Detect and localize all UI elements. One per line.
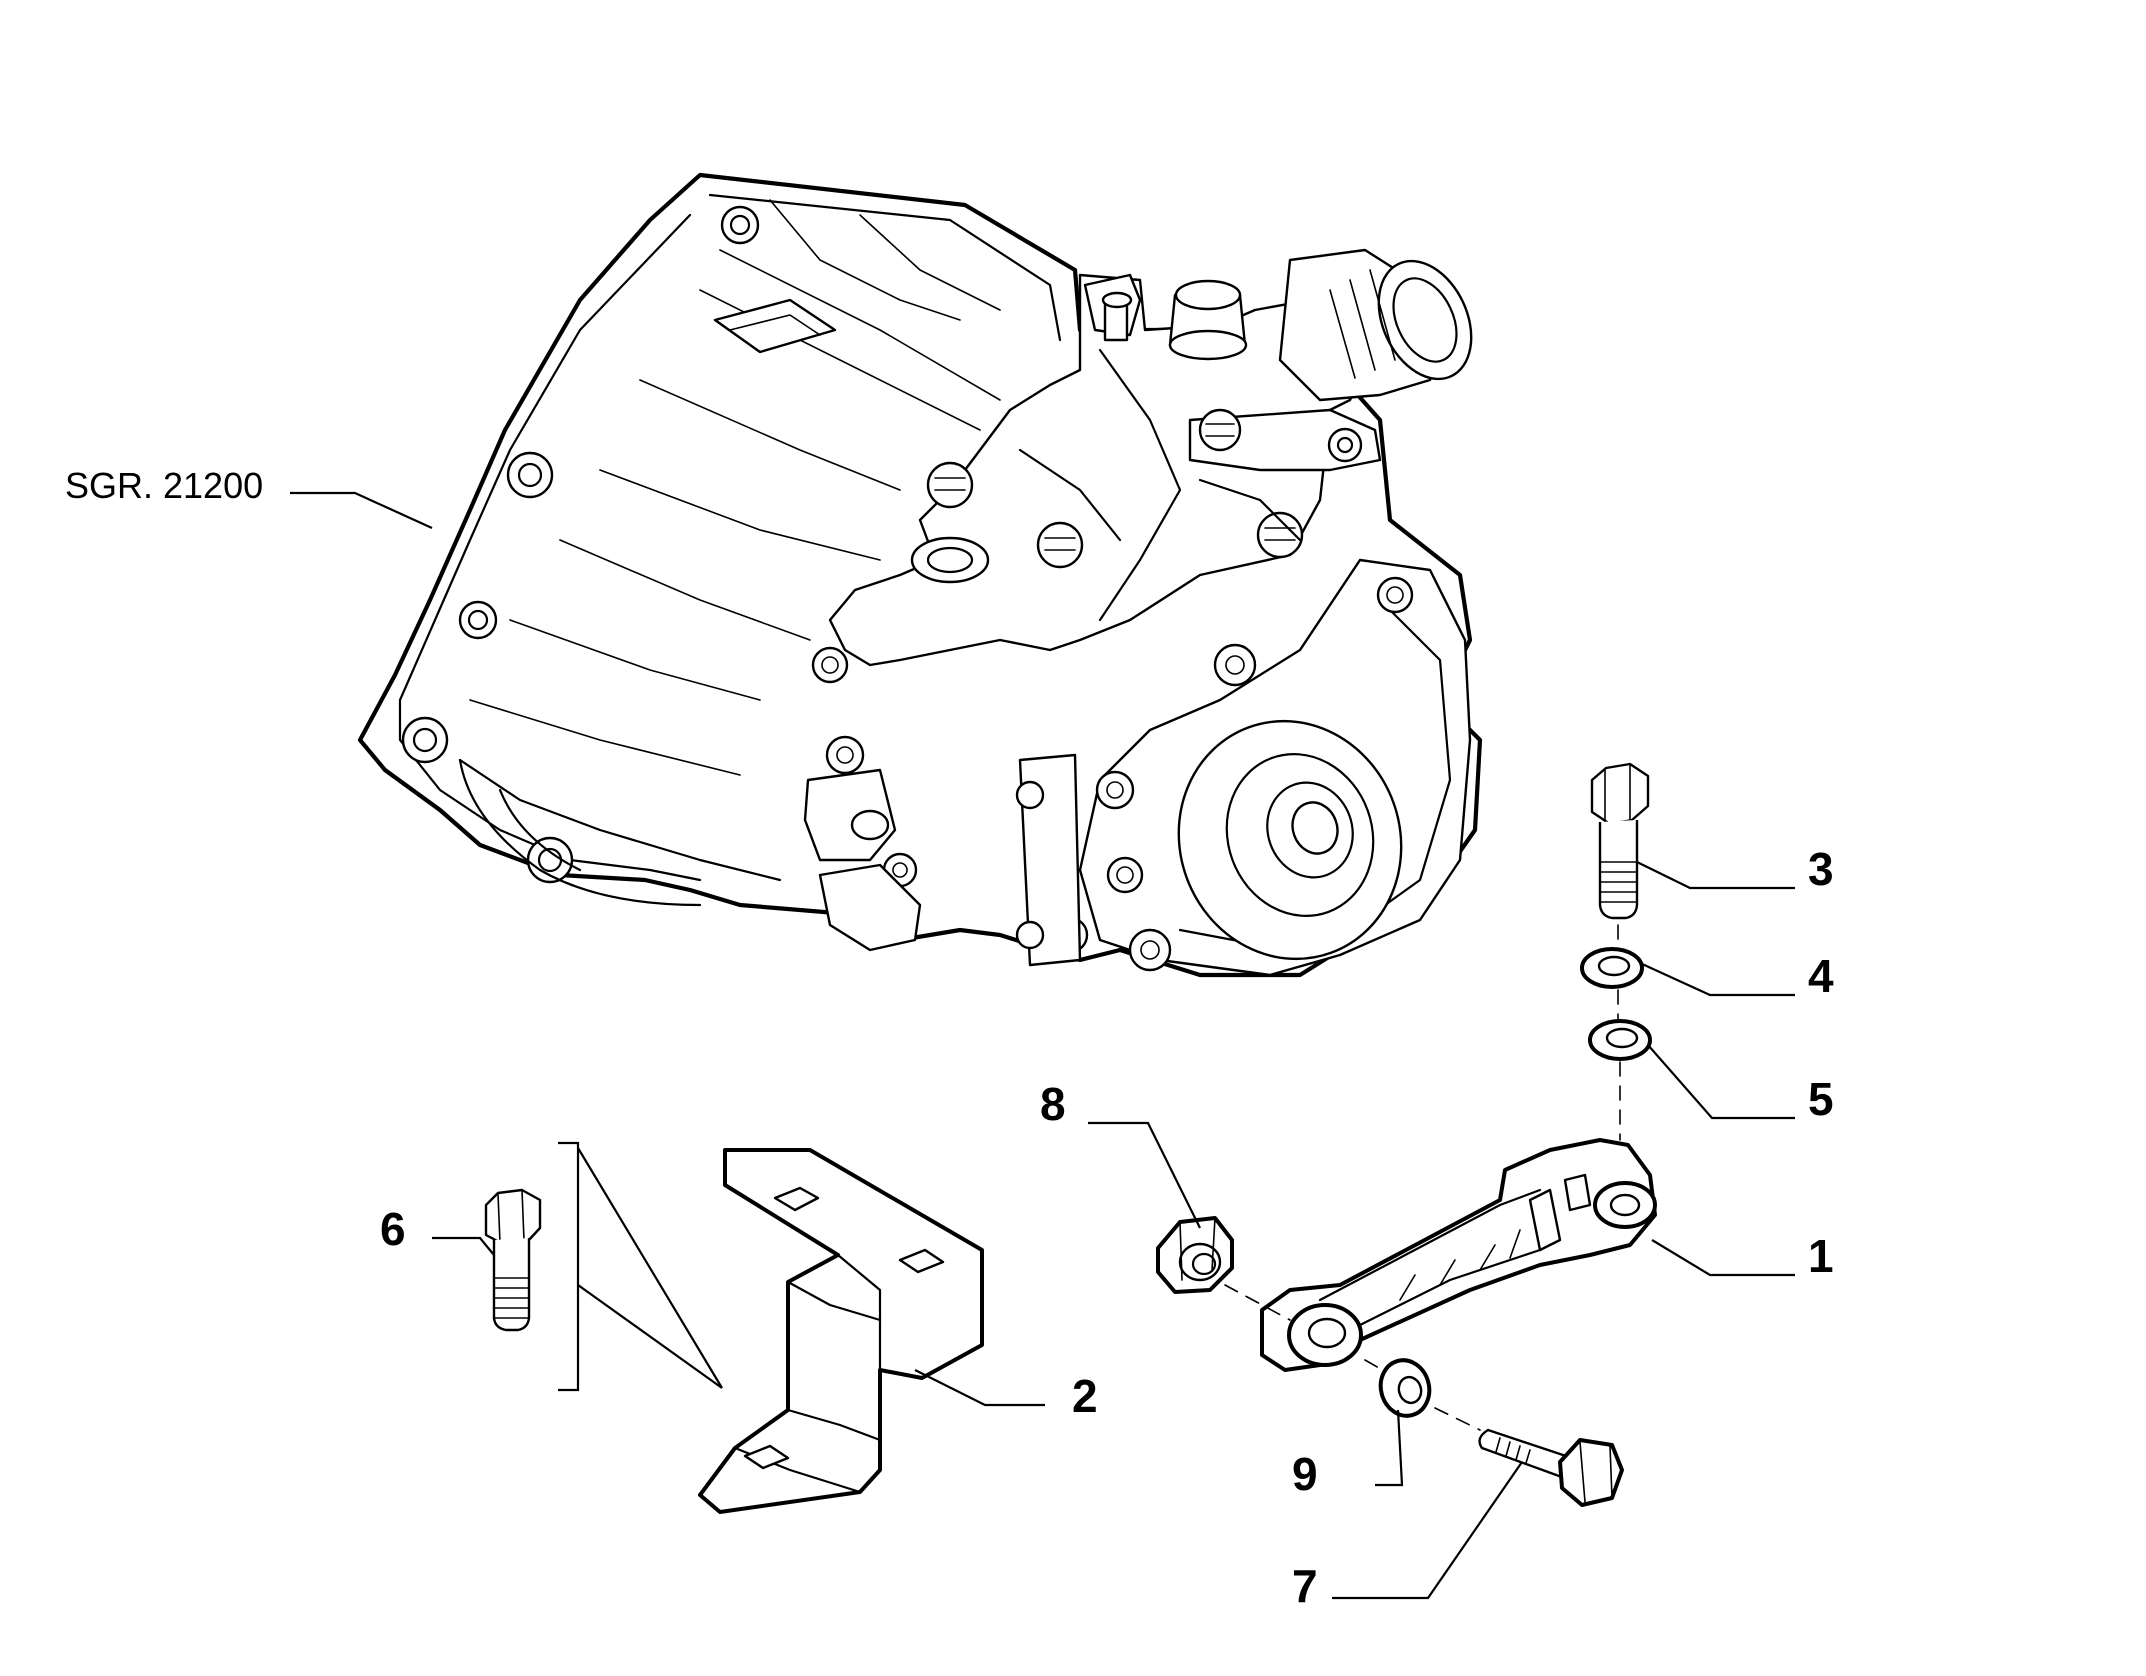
callout-5: 5 — [1808, 1073, 1834, 1125]
reference-label: SGR. 21200 — [65, 465, 263, 506]
callout-8: 8 — [1040, 1078, 1066, 1130]
callout-6: 6 — [380, 1203, 406, 1255]
callout-9: 9 — [1292, 1448, 1318, 1500]
part-washer-9 — [1378, 1358, 1432, 1418]
part-bolt-3 — [1590, 762, 1650, 920]
gearbox-side-cover — [803, 558, 1472, 977]
part-washer-4 — [1580, 947, 1644, 989]
part-bracket-2 — [698, 1148, 984, 1514]
gearbox-shift-tower — [828, 248, 1473, 667]
part-bolt-7 — [1478, 1428, 1624, 1507]
tower-bolt — [926, 408, 1304, 569]
callout-2: 2 — [1072, 1370, 1098, 1422]
callout-7: 7 — [1292, 1560, 1318, 1612]
callout-1: 1 — [1808, 1230, 1834, 1282]
leader-lines — [290, 491, 1795, 1600]
callout-4: 4 — [1808, 950, 1834, 1002]
part-washer-5 — [1588, 1019, 1652, 1061]
part-nut-8 — [1156, 1216, 1234, 1294]
part-bolt-6 — [484, 1188, 542, 1332]
part-torque-rod-1 — [1260, 1138, 1657, 1372]
callout-3: 3 — [1808, 843, 1834, 895]
gearbox-housing — [357, 172, 1483, 978]
grouping-bracket — [558, 1141, 723, 1392]
